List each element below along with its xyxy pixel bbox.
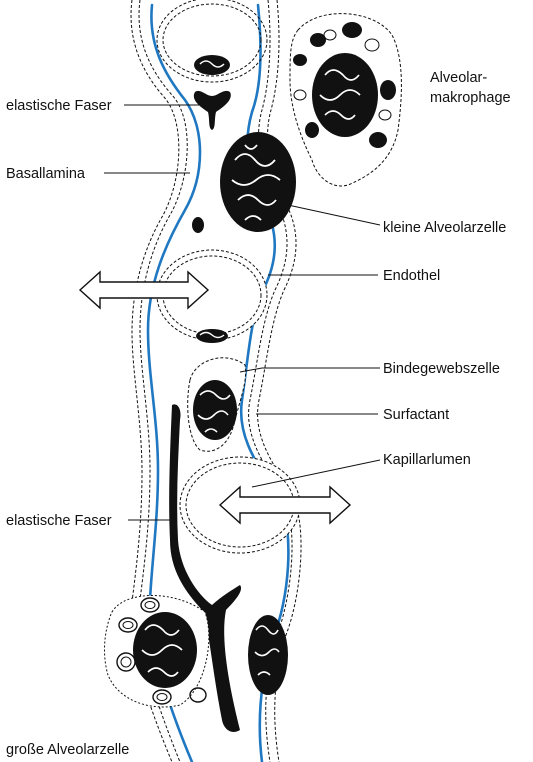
label-kleine-alveolarzelle: kleine Alveolarzelle [383,220,506,236]
leader-bindegewebszelle [240,368,380,372]
label-grosse-alveolarzelle: große Alveolarzelle [6,742,129,758]
elastic-fiber-top-shape [194,91,231,130]
label-alveolar-makrophage-line2: makrophage [430,90,511,106]
label-kapillarlumen: Kapillarlumen [383,452,471,468]
leader-kleine-alveolarzelle [288,205,380,225]
kleine-alveolarzelle-cell [220,132,296,232]
label-surfactant: Surfactant [383,407,449,423]
label-elastische-faser-top: elastische Faser [6,98,112,114]
arrow-upper [80,272,208,308]
granule [192,217,204,233]
bindegewebszelle-cell [188,358,246,451]
nucleus-bottom-right [248,615,288,695]
alveolarmakrophage-cell [290,14,401,186]
endothelial-nucleus-mid [196,329,228,343]
endothelial-nucleus-top [194,55,230,75]
label-alveolar-makrophage-line1: Alveolar- [430,70,487,86]
grosse-alveolarzelle-cell [105,596,209,707]
label-elastische-faser-bottom: elastische Faser [6,513,112,529]
label-basallamina: Basallamina [6,166,86,182]
label-bindegewebszelle: Bindegewebszelle [383,361,500,377]
label-endothel: Endothel [383,268,440,284]
